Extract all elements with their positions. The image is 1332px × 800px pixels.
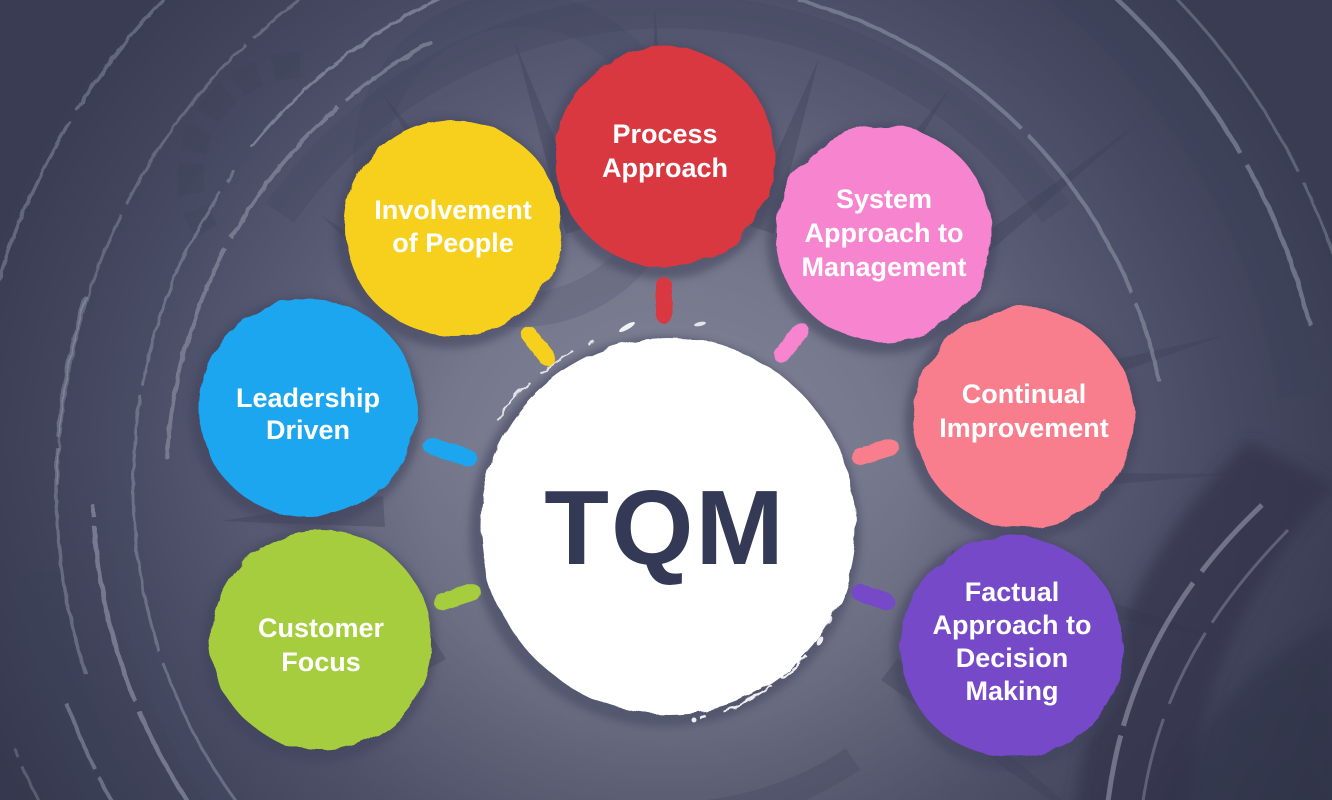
svg-text:of People: of People: [392, 228, 514, 258]
svg-text:TQM: TQM: [544, 469, 786, 587]
svg-text:Involvement: Involvement: [374, 195, 532, 225]
svg-text:Improvement: Improvement: [939, 413, 1109, 443]
svg-text:Management: Management: [801, 252, 966, 282]
svg-text:Continual: Continual: [962, 379, 1086, 409]
svg-text:Process: Process: [612, 119, 717, 149]
svg-text:Approach: Approach: [602, 153, 728, 183]
svg-text:Driven: Driven: [266, 415, 350, 445]
svg-text:Leadership: Leadership: [236, 383, 380, 413]
svg-text:System: System: [836, 184, 932, 214]
svg-text:Decision: Decision: [956, 643, 1069, 673]
svg-text:Making: Making: [965, 676, 1058, 706]
svg-text:Focus: Focus: [281, 647, 361, 677]
svg-text:Factual: Factual: [965, 577, 1060, 607]
svg-text:Customer: Customer: [258, 613, 385, 643]
svg-text:Approach to: Approach to: [933, 610, 1092, 640]
svg-text:Approach to: Approach to: [805, 218, 964, 248]
